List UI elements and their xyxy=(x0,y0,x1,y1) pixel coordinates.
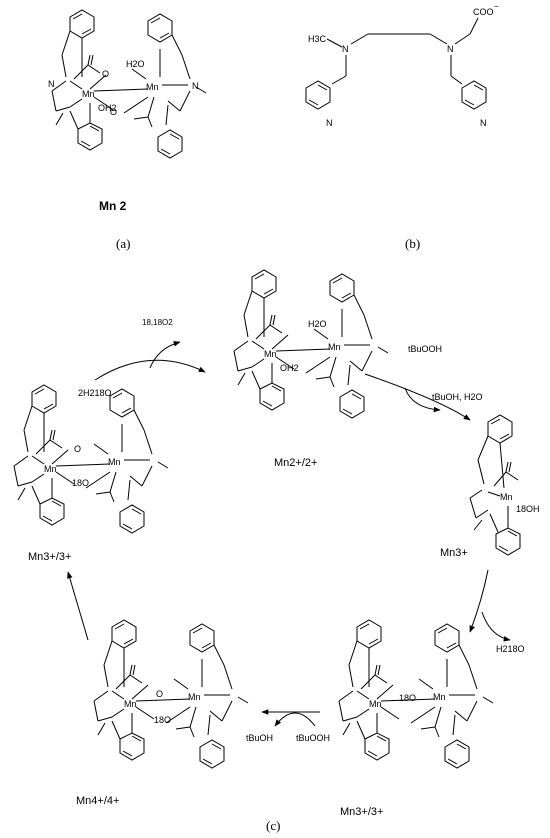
atom-n-label: N xyxy=(480,118,487,128)
water-label: OH2 xyxy=(98,103,117,113)
o18-label: 18O xyxy=(72,478,89,488)
product-tbuoh-bottom: tBuOH xyxy=(246,733,273,743)
complex-mn33-peroxo: Mn Mn 18O xyxy=(338,619,494,769)
mn2-structure: N Mn Mn O O H2O OH2 N xyxy=(48,9,207,159)
reagent-tbuooh-top: tBuOOH xyxy=(408,344,442,354)
water-label: OH2 xyxy=(280,363,299,373)
atom-n-label: N xyxy=(447,44,454,54)
atom-mn-label: Mn xyxy=(433,692,446,702)
state-label-mn33-bottom: Mn3+/3+ xyxy=(340,806,383,818)
panel-label-b: (b) xyxy=(405,236,420,251)
reagent-water-in: 2H218O xyxy=(78,388,112,398)
atom-mn-label: Mn xyxy=(188,692,201,702)
complex-mn22: Mn Mn H2O OH2 xyxy=(233,269,389,419)
state-label-mn33-left: Mn3+/3+ xyxy=(28,551,71,563)
atom-mn-label: Mn xyxy=(328,342,341,352)
state-label-mn44: Mn4+/4+ xyxy=(76,795,119,807)
complex-mn33-left: Mn Mn 18O O xyxy=(13,384,169,534)
state-label-mn3: Mn3+ xyxy=(440,547,468,559)
atom-mn-label: Mn xyxy=(369,699,382,709)
cycle-arrow xyxy=(94,359,206,381)
panel-label-a: (a) xyxy=(116,236,130,251)
complex-mn3: Mn 18OH xyxy=(469,414,540,556)
state-label-mn22: Mn2+/2+ xyxy=(274,457,317,469)
atom-o-label: O xyxy=(156,689,163,699)
side-arrow xyxy=(481,611,511,642)
complex-mn44: Mn Mn 18O O xyxy=(93,619,249,769)
charge-label: − xyxy=(494,2,499,11)
atom-n-label: N xyxy=(48,79,55,89)
o18-label: 18O xyxy=(154,715,171,725)
side-arrow xyxy=(274,712,316,727)
carboxylate-label: COO xyxy=(473,7,494,17)
atom-mn-label: Mn xyxy=(82,89,95,99)
atom-mn-label: Mn xyxy=(264,349,277,359)
product-o2-out: 18,18O2 xyxy=(142,318,173,327)
ligand-structure: H3C N N COO − N N xyxy=(305,2,499,128)
atom-mn-label: Mn xyxy=(500,492,513,502)
cycle-arrow xyxy=(67,571,89,641)
cycle-arrow xyxy=(469,569,489,633)
atom-mn-label: Mn xyxy=(44,464,57,474)
methyl-label: H3C xyxy=(308,34,327,44)
reagent-tbuooh-bottom: tBuOOH xyxy=(296,733,330,743)
o18-label: 18O xyxy=(399,693,416,703)
side-arrow xyxy=(149,340,181,369)
product-tbuoh-h2o: tBuOH, H2O xyxy=(432,392,483,402)
water-label: H2O xyxy=(126,59,145,69)
atom-n-label: N xyxy=(326,118,333,128)
atom-mn-label: Mn xyxy=(124,699,137,709)
atom-o-label: O xyxy=(110,107,117,117)
water-label: H2O xyxy=(308,319,327,329)
atom-n-label: N xyxy=(342,44,349,54)
side-arrow xyxy=(404,387,441,413)
atom-mn-label: Mn xyxy=(146,82,159,92)
atom-o-label: O xyxy=(102,69,109,79)
cycle-arrow xyxy=(364,373,471,421)
atom-o-label: O xyxy=(74,444,81,454)
hydroxo-label: 18OH xyxy=(516,504,540,514)
atom-n-label: N xyxy=(192,81,199,91)
compound-label: Mn 2 xyxy=(99,199,127,213)
product-water-out: H218O xyxy=(496,644,525,654)
atom-mn-label: Mn xyxy=(108,457,121,467)
panel-label-c: (c) xyxy=(266,818,280,833)
